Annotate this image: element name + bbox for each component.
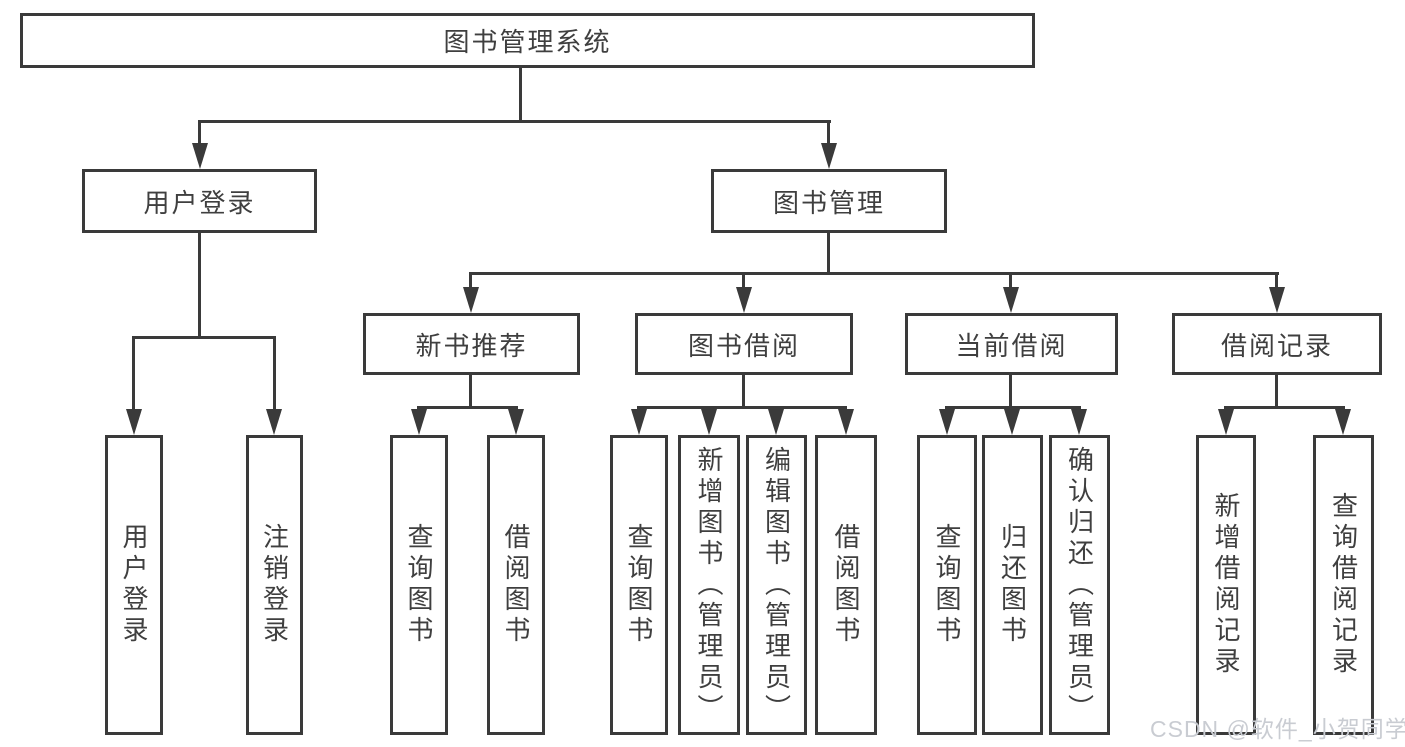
connector-line bbox=[132, 336, 276, 339]
arrowhead-icon bbox=[1004, 409, 1020, 435]
leaf-label: 查询图书 bbox=[624, 523, 654, 647]
node-library-management-system: 图书管理系统 bbox=[20, 13, 1035, 68]
connector-line bbox=[132, 336, 135, 412]
connector-line bbox=[827, 120, 830, 146]
leaf-label: 确认归还（管理员） bbox=[1064, 445, 1095, 725]
node-label: 借阅记录 bbox=[1220, 330, 1333, 361]
arrowhead-icon bbox=[266, 409, 282, 435]
node-label: 用户登录 bbox=[143, 187, 256, 218]
leaf-label: 注销登录 bbox=[259, 523, 290, 647]
node-book-borrowing: 图书借阅 bbox=[635, 313, 853, 375]
arrowhead-icon bbox=[939, 409, 955, 435]
leaf-label: 查询图书 bbox=[932, 523, 962, 647]
connector-line bbox=[469, 375, 472, 406]
arrowhead-icon bbox=[411, 409, 427, 435]
leaf-confirm-return-admin: 确认归还（管理员） bbox=[1049, 435, 1110, 735]
arrowhead-icon bbox=[736, 287, 752, 313]
node-label: 新书推荐 bbox=[415, 330, 528, 361]
connector-line bbox=[469, 272, 472, 290]
csdn-watermark: CSDN @软件_小贺同学 bbox=[1150, 716, 1405, 742]
connector-line bbox=[637, 406, 847, 409]
arrowhead-icon bbox=[631, 409, 647, 435]
connector-line bbox=[742, 375, 745, 406]
arrowhead-icon bbox=[1071, 409, 1087, 435]
arrowhead-icon bbox=[821, 143, 837, 169]
arrowhead-icon bbox=[1269, 287, 1285, 313]
arrowhead-icon bbox=[701, 409, 717, 435]
connector-line bbox=[945, 406, 1081, 409]
leaf-label: 新增图书（管理员） bbox=[694, 445, 724, 725]
leaf-label: 用户登录 bbox=[119, 523, 149, 647]
leaf-label: 编辑图书（管理员） bbox=[761, 445, 792, 725]
arrowhead-icon bbox=[838, 409, 854, 435]
arrowhead-icon bbox=[768, 409, 784, 435]
leaf-add-borrow-record: 新增借阅记录 bbox=[1196, 435, 1256, 735]
node-label: 图书管理 bbox=[772, 187, 885, 218]
connector-line bbox=[1009, 272, 1012, 290]
leaf-query-books-current: 查询图书 bbox=[917, 435, 977, 735]
leaf-label: 借阅图书 bbox=[501, 523, 531, 647]
node-new-book-recommend: 新书推荐 bbox=[363, 313, 580, 375]
connector-line bbox=[198, 233, 201, 336]
connector-line bbox=[198, 120, 831, 123]
leaf-label: 查询图书 bbox=[404, 523, 434, 647]
connector-line bbox=[827, 233, 830, 272]
arrowhead-icon bbox=[1335, 409, 1351, 435]
arrowhead-icon bbox=[1003, 287, 1019, 313]
leaf-label: 新增借阅记录 bbox=[1211, 492, 1241, 678]
leaf-add-books-admin: 新增图书（管理员） bbox=[678, 435, 740, 735]
connector-line bbox=[519, 68, 522, 120]
arrowhead-icon bbox=[126, 409, 142, 435]
node-user-login: 用户登录 bbox=[82, 169, 317, 233]
connector-line bbox=[1224, 406, 1345, 409]
arrowhead-icon bbox=[1218, 409, 1234, 435]
leaf-return-books: 归还图书 bbox=[982, 435, 1043, 735]
leaf-query-books-recommend: 查询图书 bbox=[390, 435, 448, 735]
connector-line bbox=[273, 336, 276, 412]
leaf-borrow-books-borrowing: 借阅图书 bbox=[815, 435, 877, 735]
arrowhead-icon bbox=[463, 287, 479, 313]
connector-line bbox=[1009, 375, 1012, 406]
connector-line bbox=[469, 272, 1279, 275]
connector-line bbox=[1275, 375, 1278, 406]
connector-line bbox=[417, 406, 518, 409]
leaf-borrow-books-recommend: 借阅图书 bbox=[487, 435, 545, 735]
node-current-borrowing: 当前借阅 bbox=[905, 313, 1118, 375]
leaf-query-borrow-record: 查询借阅记录 bbox=[1313, 435, 1374, 735]
leaf-user-login: 用户登录 bbox=[105, 435, 163, 735]
node-label: 图书管理系统 bbox=[443, 27, 612, 57]
connector-line bbox=[742, 272, 745, 290]
node-label: 当前借阅 bbox=[955, 330, 1068, 361]
node-book-management: 图书管理 bbox=[711, 169, 947, 233]
arrowhead-icon bbox=[508, 409, 524, 435]
leaf-query-books-borrowing: 查询图书 bbox=[610, 435, 668, 735]
node-label: 图书借阅 bbox=[687, 330, 800, 361]
leaf-label: 借阅图书 bbox=[831, 523, 861, 647]
leaf-label: 归还图书 bbox=[997, 523, 1028, 647]
leaf-logout: 注销登录 bbox=[246, 435, 303, 735]
leaf-edit-books-admin: 编辑图书（管理员） bbox=[746, 435, 807, 735]
node-borrowing-records: 借阅记录 bbox=[1172, 313, 1382, 375]
connector-line bbox=[1275, 272, 1278, 290]
arrowhead-icon bbox=[192, 143, 208, 169]
leaf-label: 查询借阅记录 bbox=[1328, 492, 1359, 678]
connector-line bbox=[198, 120, 201, 146]
